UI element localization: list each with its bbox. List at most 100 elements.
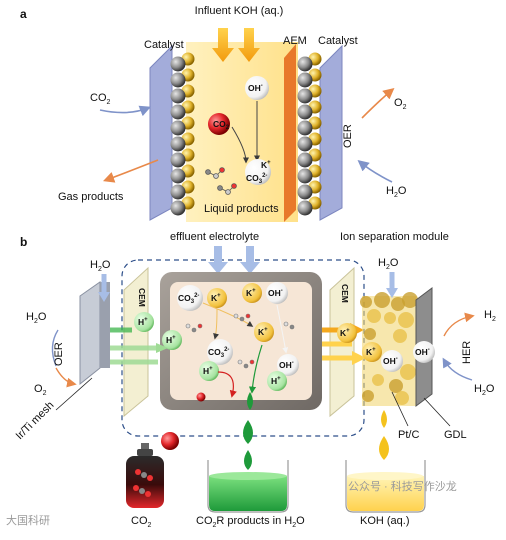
gdl-fiber-cluster — [400, 364, 416, 380]
oh-2-label: OH- — [279, 360, 294, 370]
h-plus-ion-4-icon — [267, 371, 287, 391]
bottle-valve — [141, 443, 149, 449]
h-plus-ion-3-icon — [199, 361, 219, 381]
right-gdl-plate — [319, 44, 343, 221]
koh-drop-1-icon — [381, 410, 387, 428]
h-plus-flow-arrowhead — [156, 343, 168, 353]
koh-beaker — [345, 460, 426, 513]
product-release-arrow — [248, 344, 263, 394]
catalyst-particle-carbon — [170, 168, 186, 184]
k-ion-1-icon — [207, 288, 227, 308]
gdl-fiber-cluster — [367, 309, 381, 323]
h-plus-3-label: H+ — [203, 366, 213, 376]
oh-ion-2-icon — [277, 354, 299, 376]
effluent-label: effluent electrolyte — [170, 231, 259, 243]
k-ion-2-icon — [242, 283, 262, 303]
oh-4-label: OH- — [415, 347, 430, 357]
ptc-label: Pt/C — [398, 429, 419, 441]
h2o-in-right-arrow — [442, 357, 473, 381]
cem-right-label: CEM — [340, 284, 350, 303]
catalyst-particle-carbon — [170, 136, 186, 152]
gdl-fiber-cluster — [389, 379, 403, 393]
catalyst-particle-carbon — [297, 152, 313, 168]
co2-to-co3-arrow — [231, 126, 249, 164]
gdl-fiber-cluster — [360, 296, 372, 308]
co3-ion-label: CO32- — [246, 173, 267, 185]
ptc-leader-line — [391, 391, 409, 427]
co2r-products-label: CO2R products in H2O — [196, 515, 305, 529]
co3-2-label: CO32- — [208, 347, 229, 359]
h2o-in-label-a: H2O — [386, 185, 407, 199]
k-co3-ion-icon — [245, 159, 271, 185]
ion-module-label: Ion separation module — [340, 231, 449, 243]
co2-molecule-icon — [208, 113, 230, 135]
liquid-product-molecules-icon — [205, 167, 237, 195]
catalyst-particle-carbon — [170, 104, 186, 120]
o2-left-arrow — [55, 367, 77, 388]
oh-ion-1-icon — [266, 282, 288, 304]
product-drop-3-icon — [244, 450, 252, 470]
k-ion-label: K+ — [261, 160, 271, 170]
watermark-left: 大国科研 — [6, 513, 50, 527]
co3-ion-1-icon — [177, 285, 203, 311]
o2-left-label: O2 — [34, 383, 47, 397]
gas-products-arrow — [102, 159, 159, 183]
ir-ti-mesh-electrode — [79, 281, 101, 386]
h2-out-label: H2 — [484, 309, 496, 323]
koh-aq-label: KOH (aq.) — [360, 515, 410, 527]
k-ion-4-icon — [337, 323, 357, 343]
h2-out-arrow — [443, 312, 475, 337]
oer-label-a: OER — [342, 124, 354, 148]
influent-arrow-right — [238, 28, 260, 62]
gdl-fiber-structure — [360, 292, 418, 405]
cem-left-label: CEM — [137, 288, 147, 307]
h2o-in-arrow — [357, 159, 393, 183]
h-plus-2-label: H+ — [166, 335, 176, 345]
catalyst-particle-carbon — [297, 184, 313, 200]
oh-down-arrow — [276, 304, 289, 354]
gdl-fiber-cluster — [402, 292, 418, 308]
koh-drop-2-icon — [379, 436, 389, 460]
k-5-label: K+ — [366, 347, 376, 357]
co2r-liquid-surface — [209, 472, 287, 480]
gdl-fiber-cluster — [384, 312, 396, 324]
left-gdl-plate — [149, 44, 173, 221]
gdl-fiber-cluster — [374, 292, 390, 308]
co2-droplet-large-icon — [161, 432, 179, 450]
catalyst-particle-carbon — [170, 72, 186, 88]
oh-ion-4-icon — [413, 341, 435, 363]
catalyst-particle-carbon — [297, 56, 313, 72]
k-1-label: K+ — [211, 293, 221, 303]
co2-bottle-label: CO2 — [131, 515, 152, 529]
cem-left-membrane — [123, 266, 149, 418]
ir-ti-mesh-side — [100, 282, 110, 368]
h2o-left-top-label: H2O — [90, 259, 111, 273]
h-plus-ion-2-icon — [162, 330, 182, 350]
catalyst-particle-carbon — [297, 168, 313, 184]
left-catalyst-layer — [170, 52, 195, 216]
catalyst-particle-carbon — [297, 136, 313, 152]
k-flow-arrowhead-3 — [352, 351, 366, 365]
effluent-arrow-right — [240, 246, 260, 274]
aem-membrane — [284, 44, 296, 222]
gdl-fiber-cluster — [393, 329, 407, 343]
catalyst-particle-carbon — [170, 120, 186, 136]
panel-a-label: a — [20, 7, 27, 21]
gdl-fiber-cluster — [362, 390, 374, 402]
liquid-products-label: Liquid products — [204, 203, 279, 215]
k-3-label: K+ — [258, 327, 268, 337]
h2o-left-label: H2O — [26, 311, 47, 325]
catalyst-particle-carbon — [297, 120, 313, 136]
oh-ion-label: OH- — [248, 83, 263, 93]
gas-products-label: Gas products — [58, 191, 124, 203]
irti-mesh-label: Ir/Ti mesh — [14, 399, 57, 442]
influent-label: Influent KOH (aq.) — [195, 5, 284, 17]
catalyst-particle-carbon — [170, 184, 186, 200]
her-label: HER — [461, 341, 473, 364]
oh-3-label: OH- — [383, 356, 398, 366]
catalyst-particle-carbon — [170, 88, 186, 104]
h-plus-4-label: H+ — [271, 376, 281, 386]
k-down-arrow — [213, 308, 220, 340]
panel-b-label: b — [20, 235, 27, 249]
gdl-fiber-cluster — [391, 297, 405, 311]
